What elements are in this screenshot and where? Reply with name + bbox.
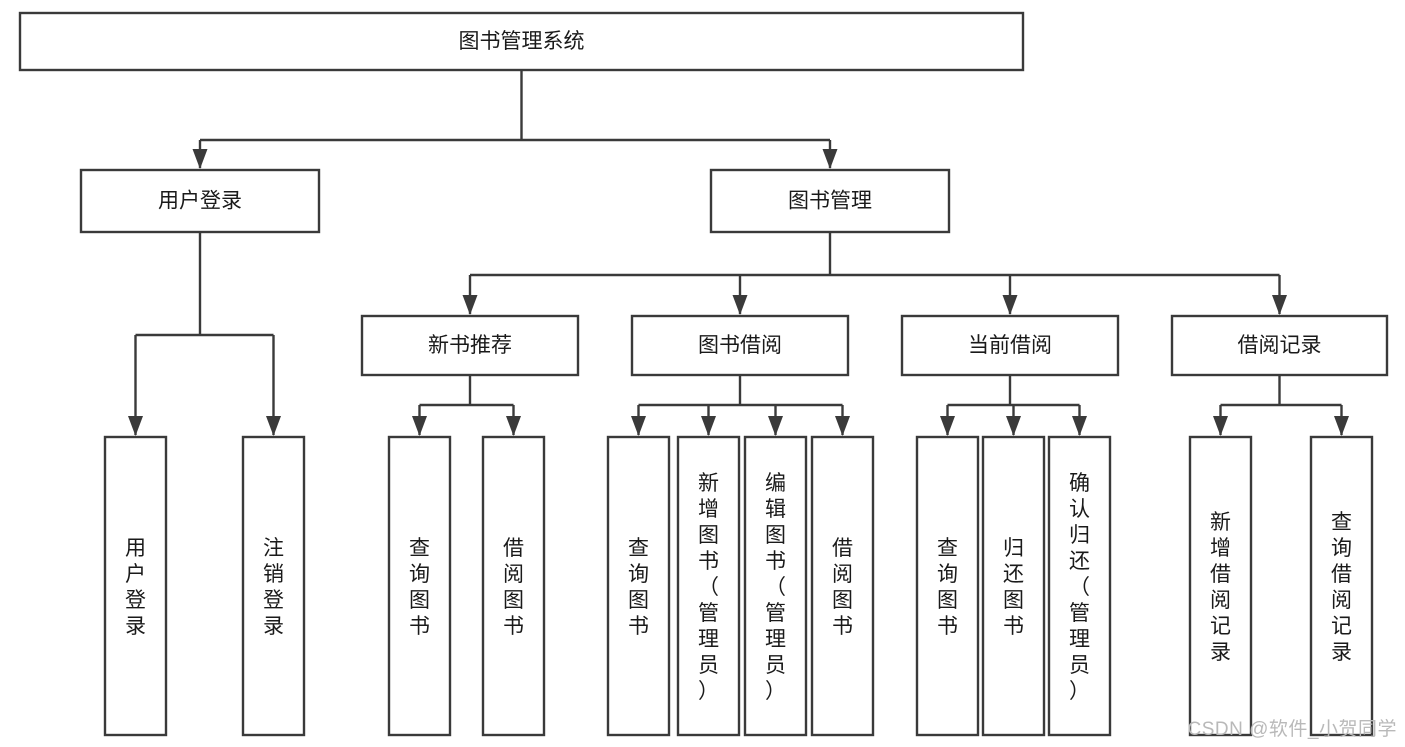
node-label-leaf-query-record: 查询借阅记录 (1331, 511, 1352, 664)
node-box-leaf-borrow-book-new[interactable] (481, 435, 546, 737)
node-box-leaf-return-book[interactable] (981, 435, 1046, 737)
node-label-current: 当前借阅 (968, 334, 1052, 357)
node-leaf-query-record[interactable]: 查询借阅记录 (1309, 435, 1374, 737)
nodes-layer: 图书管理系统用户登录图书管理新书推荐图书借阅当前借阅借阅记录用户登录注销登录查询… (18, 11, 1389, 737)
node-leaf-query-book-current[interactable]: 查询图书 (915, 435, 980, 737)
node-leaf-add-book[interactable]: 新增图书（管理员） (676, 435, 741, 737)
node-root[interactable]: 图书管理系统 (18, 11, 1025, 72)
node-label-leaf-add-record: 新增借阅记录 (1210, 511, 1231, 664)
node-label-leaf-borrow-book: 借阅图书 (832, 537, 853, 638)
node-box-leaf-query-book-new[interactable] (387, 435, 452, 737)
node-records[interactable]: 借阅记录 (1170, 314, 1389, 377)
csdn-watermark: CSDN @软件_小贺同学 (1187, 719, 1397, 740)
node-box-leaf-query-book-borrow[interactable] (606, 435, 671, 737)
node-label-leaf-confirm-return: 确认归还（管理员） (1069, 472, 1090, 703)
node-leaf-query-book-borrow[interactable]: 查询图书 (606, 435, 671, 737)
arrow-head-icon-records (1272, 295, 1287, 315)
node-label-login: 用户登录 (158, 190, 242, 213)
node-label-leaf-return-book: 归还图书 (1003, 537, 1024, 638)
arrow-head-icon-leaf-add-book (701, 416, 716, 436)
node-label-leaf-add-book: 新增图书（管理员） (698, 472, 719, 703)
arrow-head-icon-current (1002, 295, 1018, 315)
node-leaf-borrow-book[interactable]: 借阅图书 (810, 435, 875, 737)
node-leaf-user-login[interactable]: 用户登录 (103, 435, 168, 737)
node-leaf-confirm-return[interactable]: 确认归还（管理员） (1047, 435, 1112, 737)
arrow-head-icon-leaf-user-logout (266, 416, 281, 436)
node-box-records[interactable] (1170, 314, 1389, 377)
node-leaf-user-logout[interactable]: 注销登录 (241, 435, 306, 737)
node-box-leaf-user-login[interactable] (103, 435, 168, 737)
node-box-borrow[interactable] (630, 314, 850, 377)
node-label-leaf-query-book-new: 查询图书 (409, 537, 430, 638)
connectors-layer (128, 70, 1349, 436)
node-label-records: 借阅记录 (1238, 334, 1322, 357)
arrow-head-icon-leaf-confirm-return (1072, 416, 1087, 436)
node-box-leaf-query-book-current[interactable] (915, 435, 980, 737)
node-newbook[interactable]: 新书推荐 (360, 314, 580, 377)
node-box-root[interactable] (18, 11, 1025, 72)
node-box-leaf-confirm-return[interactable] (1047, 435, 1112, 737)
node-leaf-borrow-book-new[interactable]: 借阅图书 (481, 435, 546, 737)
node-box-current[interactable] (900, 314, 1120, 377)
node-label-leaf-query-book-current: 查询图书 (937, 537, 958, 638)
node-box-bookmgmt[interactable] (709, 168, 951, 234)
node-borrow[interactable]: 图书借阅 (630, 314, 850, 377)
node-leaf-edit-book[interactable]: 编辑图书（管理员） (743, 435, 808, 737)
arrow-head-icon-leaf-edit-book (768, 416, 783, 436)
node-leaf-add-record[interactable]: 新增借阅记录 (1188, 435, 1253, 737)
arrow-head-icon-leaf-borrow-book (835, 416, 850, 436)
node-login[interactable]: 用户登录 (79, 168, 321, 234)
arrow-head-icon-newbook (462, 295, 478, 315)
node-label-root: 图书管理系统 (459, 30, 585, 53)
arrow-head-icon-leaf-user-login (128, 416, 143, 436)
node-box-leaf-user-logout[interactable] (241, 435, 306, 737)
node-box-leaf-edit-book[interactable] (743, 435, 808, 737)
node-leaf-query-book-new[interactable]: 查询图书 (387, 435, 452, 737)
arrow-head-icon-borrow (732, 295, 748, 315)
arrow-head-icon-leaf-borrow-book-new (506, 416, 521, 436)
node-box-newbook[interactable] (360, 314, 580, 377)
arrow-head-icon-leaf-query-book-current (940, 416, 955, 436)
node-label-leaf-borrow-book-new: 借阅图书 (503, 537, 524, 638)
arrow-head-icon-leaf-add-record (1213, 416, 1228, 436)
arrow-head-icon-leaf-query-record (1334, 416, 1349, 436)
node-label-borrow: 图书借阅 (698, 334, 782, 357)
node-label-bookmgmt: 图书管理 (788, 190, 872, 213)
node-box-leaf-add-book[interactable] (676, 435, 741, 737)
node-leaf-return-book[interactable]: 归还图书 (981, 435, 1046, 737)
node-label-leaf-user-login: 用户登录 (125, 537, 146, 638)
arrow-head-icon-leaf-return-book (1006, 416, 1021, 436)
node-label-leaf-query-book-borrow: 查询图书 (628, 537, 649, 638)
arrow-head-icon-leaf-query-book-new (412, 416, 427, 436)
node-box-leaf-add-record[interactable] (1188, 435, 1253, 737)
node-box-leaf-query-record[interactable] (1309, 435, 1374, 737)
node-label-newbook: 新书推荐 (428, 334, 512, 357)
node-box-leaf-borrow-book[interactable] (810, 435, 875, 737)
arrow-head-icon-login (192, 149, 208, 169)
node-box-login[interactable] (79, 168, 321, 234)
node-label-leaf-user-logout: 注销登录 (263, 537, 284, 638)
arrow-head-icon-bookmgmt (822, 149, 838, 169)
node-current[interactable]: 当前借阅 (900, 314, 1120, 377)
node-bookmgmt[interactable]: 图书管理 (709, 168, 951, 234)
arrow-head-icon-leaf-query-book-borrow (631, 416, 646, 436)
node-label-leaf-edit-book: 编辑图书（管理员） (765, 472, 786, 703)
